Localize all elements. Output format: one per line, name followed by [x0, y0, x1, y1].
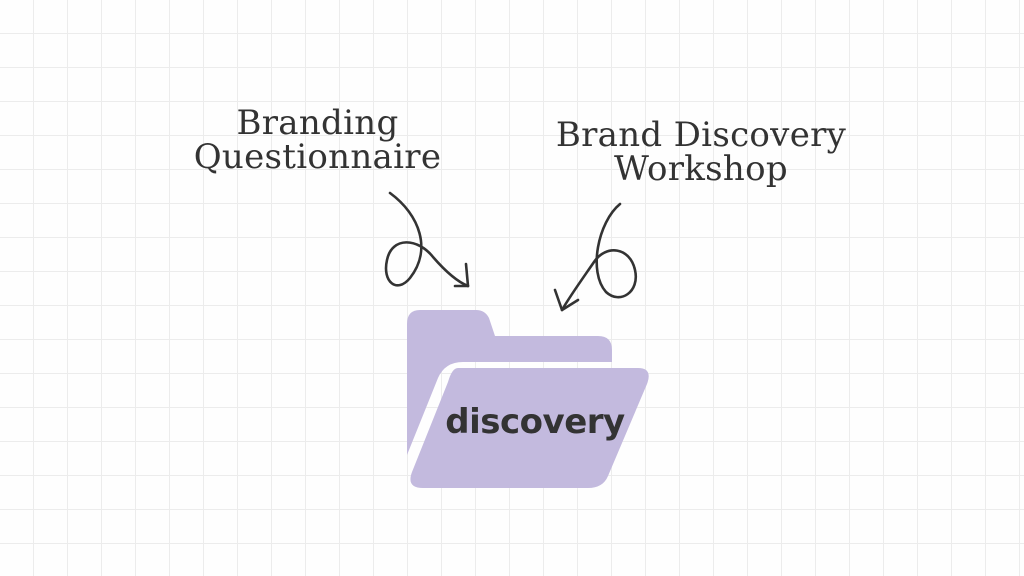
right-curly-arrow-icon: [553, 202, 638, 312]
folder-back: [407, 310, 612, 455]
label-left-line-2: Questionnaire: [193, 137, 442, 177]
folder-front: [410, 368, 649, 488]
label-left-line-1: Branding: [236, 103, 399, 143]
label-brand-discovery-workshop: Brand Discovery Workshop: [545, 118, 857, 186]
folder-name: discovery: [445, 402, 625, 442]
label-right-line-2: Workshop: [614, 149, 788, 189]
label-right-line-1: Brand Discovery: [555, 115, 847, 155]
label-branding-questionnaire: Branding Questionnaire: [185, 106, 450, 174]
folder-icon: [407, 310, 649, 488]
left-curly-arrow-icon: [384, 191, 470, 288]
